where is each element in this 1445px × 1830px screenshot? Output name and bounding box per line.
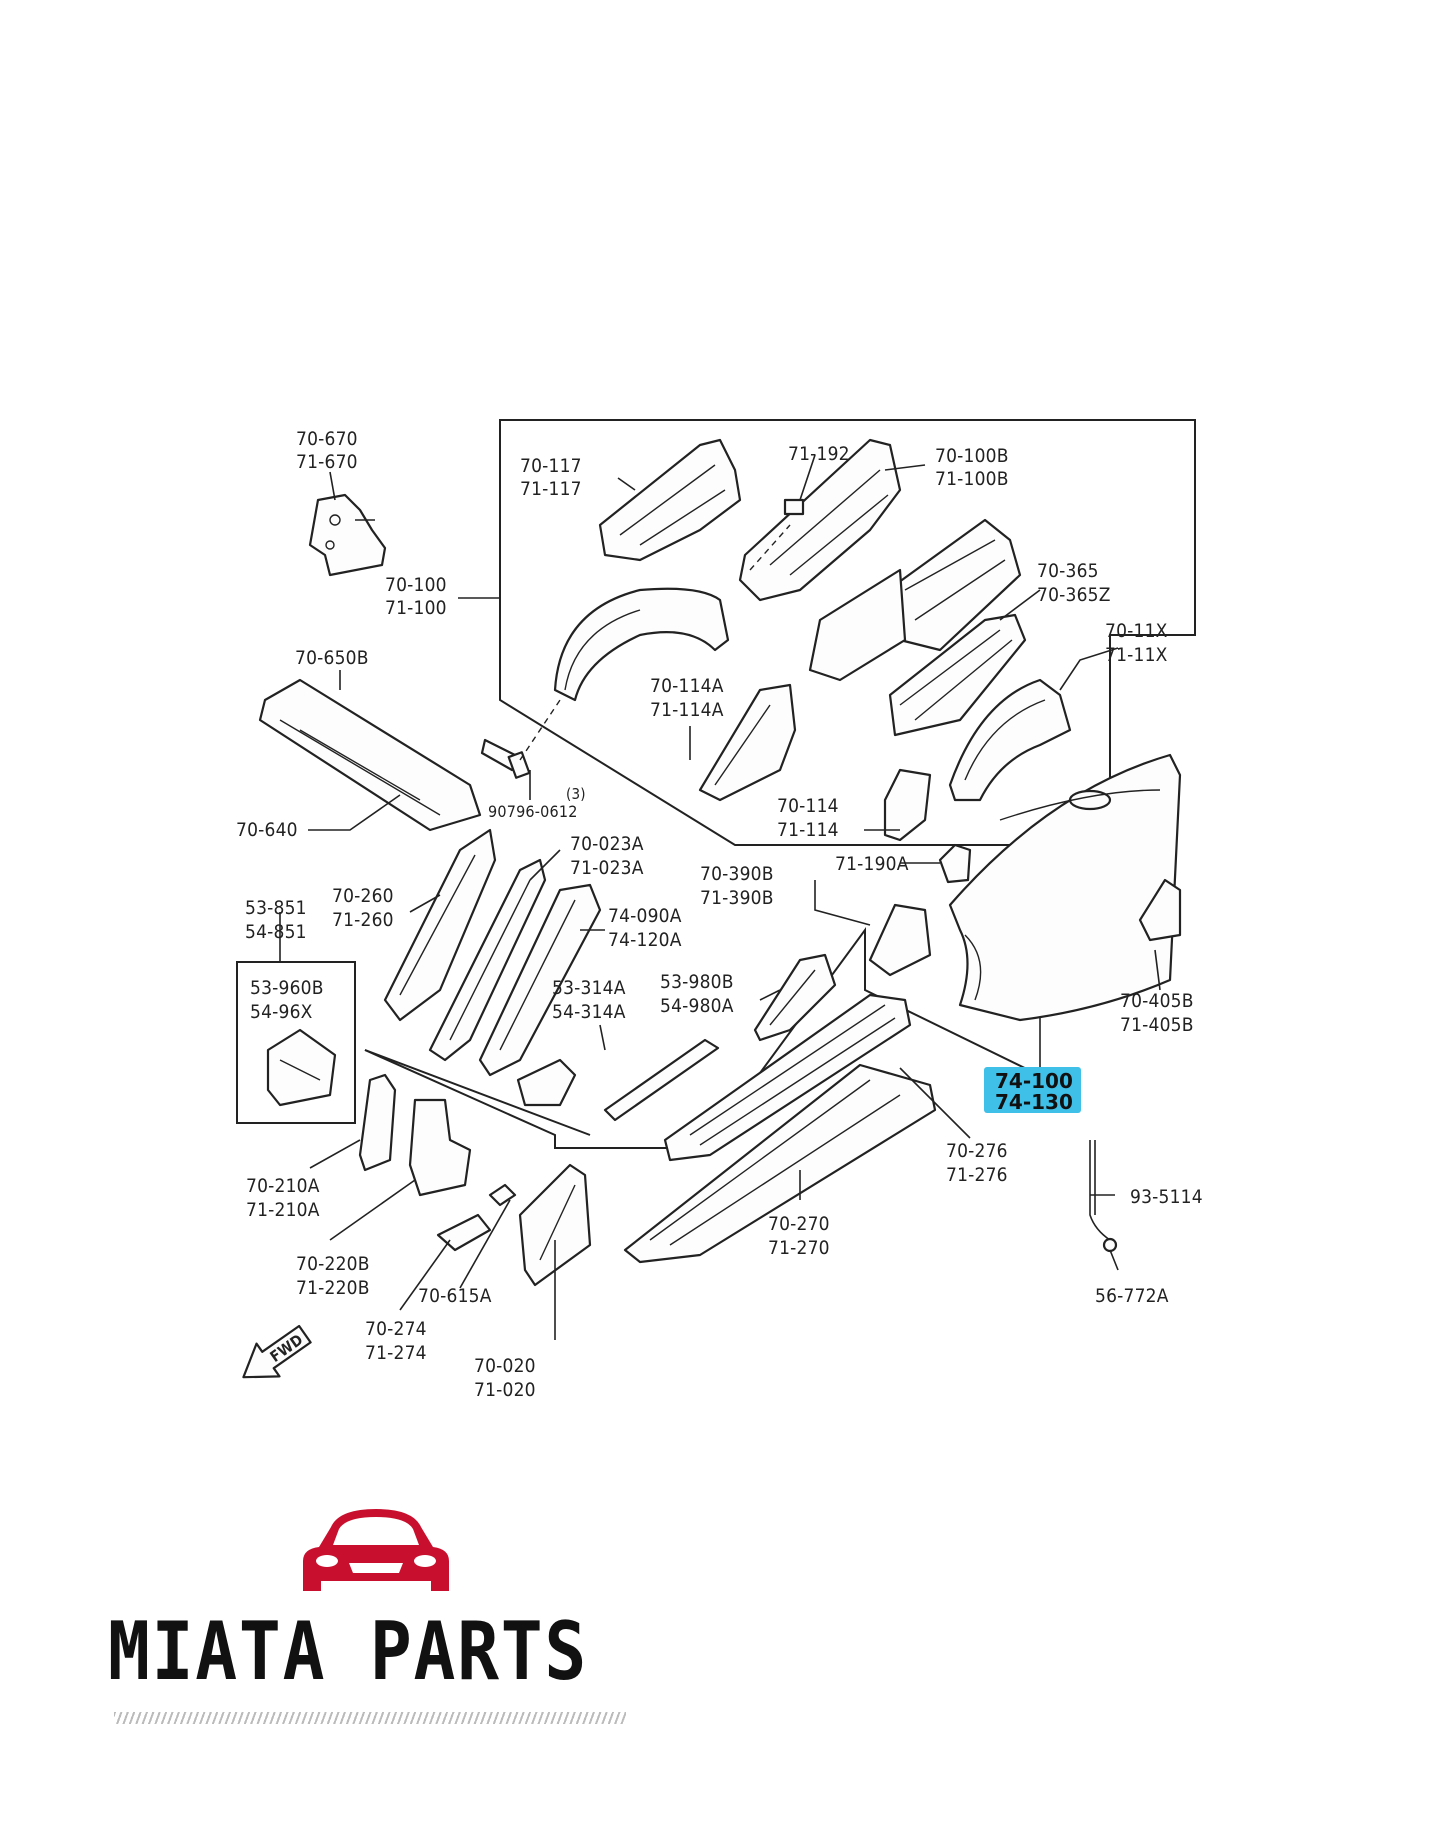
part-74-090a: [478, 883, 602, 1077]
label-70-11x: 70-11X: [1105, 620, 1168, 642]
label-70-117: 70-117: [520, 455, 582, 477]
label-71-020: 71-020: [474, 1379, 536, 1401]
part-number-labels: 70-670 71-670 70-117 71-117 71-192 70-10…: [236, 428, 1203, 1401]
label-71-190a: 71-190A: [835, 853, 909, 875]
label-70-615a: 70-615A: [418, 1285, 492, 1307]
part-70-650b: [258, 678, 482, 832]
label-71-100: 71-100: [385, 597, 447, 619]
label-74-090a: 74-090A: [608, 905, 682, 927]
label-70-365z: 70-365Z: [1037, 584, 1111, 606]
label-70-020: 70-020: [474, 1355, 536, 1377]
part-70-274: [436, 1213, 492, 1252]
part-70-220b: [408, 1098, 472, 1197]
leader-lines: [279, 454, 1161, 1340]
label-70-670: 70-670: [296, 428, 358, 450]
part-70-117: [598, 438, 742, 562]
label-71-023a: 71-023A: [570, 857, 644, 879]
label-71-260: 71-260: [332, 909, 394, 931]
label-70-274: 70-274: [365, 1318, 427, 1340]
label-70-260: 70-260: [332, 885, 394, 907]
label-70-650b: 70-650B: [295, 647, 369, 669]
label-71-270: 71-270: [768, 1237, 830, 1259]
part-53-960b: [266, 1028, 337, 1107]
label-70-276: 70-276: [946, 1140, 1008, 1162]
part-70-100b: [738, 438, 902, 602]
part-53-980b: [753, 953, 837, 1042]
label-54-851: 54-851: [245, 921, 307, 943]
part-70-11x: [948, 678, 1072, 802]
label-70-100: 70-100: [385, 574, 447, 596]
label-70-365: 70-365: [1037, 560, 1099, 582]
label-71-192: 71-192: [788, 443, 850, 465]
side-group-box: [236, 961, 356, 1124]
part-bolt-90796: [480, 738, 531, 779]
car-logo-icon: [303, 1509, 449, 1591]
label-71-114a: 71-114A: [650, 699, 724, 721]
part-70-390b: [868, 903, 932, 977]
label-54-96x: 54-96X: [250, 1001, 313, 1023]
part-70-615a: [488, 1183, 517, 1207]
label-71-390b: 71-390B: [700, 887, 774, 909]
label-53-960b: 53-960B: [250, 977, 324, 999]
label-56-772a: 56-772A: [1095, 1285, 1169, 1307]
part-53-314a: [516, 1058, 577, 1107]
part-70-365: [808, 518, 1022, 682]
label-70-390b: 70-390B: [700, 863, 774, 885]
label-70-405b: 70-405B: [1120, 990, 1194, 1012]
part-70-276: [663, 993, 912, 1162]
part-70-270: [623, 1063, 937, 1264]
label-70-023a: 70-023A: [570, 833, 644, 855]
label-70-210a: 70-210A: [246, 1175, 320, 1197]
part-74-100-quarter-panel: [948, 753, 1182, 1022]
part-70-114: [883, 768, 932, 842]
part-70-365-inner: [888, 613, 1027, 737]
label-71-210a: 71-210A: [246, 1199, 320, 1221]
label-53-851: 53-851: [245, 897, 307, 919]
part-70-023a: [428, 858, 547, 1062]
part-sill-strip: [603, 1038, 720, 1122]
label-71-276: 71-276: [946, 1164, 1008, 1186]
label-54-980a: 54-980A: [660, 995, 734, 1017]
label-71-274: 71-274: [365, 1342, 427, 1364]
brand-name: MIATA PARTS: [108, 1605, 589, 1698]
label-74-130: 74-130: [995, 1090, 1073, 1114]
part-70-670: [308, 493, 387, 577]
label-71-405b: 71-405B: [1120, 1014, 1194, 1036]
label-71-100b: 71-100B: [935, 468, 1009, 490]
label-70-640: 70-640: [236, 819, 298, 841]
label-53-314a: 53-314A: [552, 977, 626, 999]
label-71-11x: 71-11X: [1105, 644, 1168, 666]
part-70-260: [383, 828, 497, 1022]
label-71-117: 71-117: [520, 478, 582, 500]
label-70-114: 70-114: [777, 795, 839, 817]
part-70-114a: [698, 683, 797, 802]
fwd-arrow-icon: FWD: [242, 1324, 312, 1379]
part-70-020: [518, 1163, 592, 1287]
label-71-220b: 71-220B: [296, 1277, 370, 1299]
middle-group-box: [364, 1049, 591, 1136]
label-70-270: 70-270: [768, 1213, 830, 1235]
label-90796-0612: 90796-0612: [488, 802, 578, 821]
part-70-100: [553, 587, 730, 702]
label-70-220b: 70-220B: [296, 1253, 370, 1275]
label-71-114: 71-114: [777, 819, 839, 841]
part-70-405b: [1138, 878, 1182, 942]
label-93-5114: 93-5114: [1130, 1186, 1203, 1208]
label-74-100: 74-100: [995, 1069, 1073, 1093]
part-70-210a: [358, 1073, 397, 1172]
label-3: (3): [566, 785, 586, 803]
upper-group-box: [499, 419, 1196, 846]
label-74-120a: 74-120A: [608, 929, 682, 951]
part-71-190a: [938, 843, 972, 884]
label-53-980b: 53-980B: [660, 971, 734, 993]
highlight-74-100: [984, 1067, 1081, 1113]
label-54-314a: 54-314A: [552, 1001, 626, 1023]
label-70-114a: 70-114A: [650, 675, 724, 697]
label-71-670: 71-670: [296, 451, 358, 473]
label-70-100b: 70-100B: [935, 445, 1009, 467]
brand-underline: [114, 1712, 626, 1724]
